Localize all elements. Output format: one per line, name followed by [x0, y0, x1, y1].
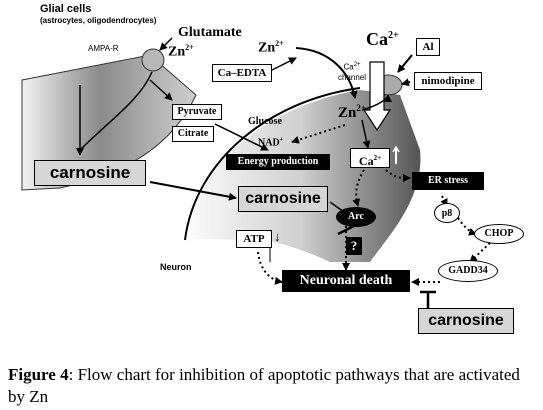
ca-increase-icon: [392, 146, 400, 164]
glia-to-pyruvate-arrow: [149, 79, 173, 101]
gadd34-node: GADD34: [438, 260, 498, 282]
p8-node: p8: [434, 203, 460, 223]
glia-curve-arrow: [79, 71, 153, 151]
al-arrow: [397, 54, 413, 73]
energy-production-box: Energy production: [226, 154, 330, 170]
pyruvate-box: Pyruvate: [172, 104, 222, 120]
al-box: Al: [416, 38, 440, 56]
glucose-label: Glucose: [248, 116, 282, 127]
zn-to-neuron-arrow: [295, 47, 358, 99]
citrate-to-energy-arrow: [214, 123, 269, 151]
caption-prefix: Figure 4: [8, 365, 69, 384]
ca-edta-box: Ca–EDTA: [212, 64, 272, 82]
nimodipine-box: nimodipine: [414, 72, 482, 90]
ca-to-arc-arrow: [352, 169, 365, 207]
zn-mid-label: Zn2+: [258, 39, 284, 56]
glutamate-label: Glutamate: [178, 25, 242, 40]
neuron-membrane: [184, 87, 361, 241]
neuron-label: Neuron: [160, 262, 192, 272]
zn-glial-label: Zn2+: [168, 43, 194, 60]
arc-node: Arc: [336, 207, 376, 227]
atp-decrease-icon: ↓: [274, 229, 281, 244]
glial-cells-label: Glial cells: [40, 3, 92, 15]
nimodipine-arrow: [401, 78, 411, 87]
carnosine-neuron-box: carnosine: [238, 186, 328, 212]
glutamate-arrow: [159, 37, 173, 51]
ca-edta-arrow: [267, 57, 297, 73]
citrate-box: Citrate: [172, 126, 214, 142]
nad-label: NAD+: [258, 137, 284, 149]
carnosine-bottom-box: carnosine: [418, 308, 514, 334]
glial-subtypes-label: (astrocytes, oligodendrocytes): [40, 16, 157, 25]
ca-channel-label: Ca2+channel: [338, 62, 367, 82]
atp-box: ATP: [236, 230, 272, 248]
ampa-r-label: AMPA-R: [88, 44, 119, 53]
carnosine-transfer-arrow: [149, 181, 237, 201]
carnosine-glial-box: carnosine: [34, 160, 146, 186]
ampa-receptor-shape: [141, 48, 165, 72]
zn-to-nad-arrow: [291, 124, 346, 144]
chop-to-gadd34-arrow: [469, 242, 491, 263]
chop-node: CHOP: [474, 224, 524, 244]
question-box: ?: [346, 237, 362, 255]
arc-inhibition-bar: [337, 224, 355, 236]
figure-caption: Figure 4: Flow chart for inhibition of a…: [8, 364, 538, 408]
er-stress-box: ER stress: [412, 172, 484, 190]
neuronal-death-box: Neuronal death: [282, 270, 410, 292]
er-to-p8-arrow: [440, 195, 448, 207]
ca-top-label: Ca2+: [366, 29, 399, 49]
zn-to-ca-arrow: [361, 119, 371, 149]
ca-inner-box: Ca2+: [350, 148, 390, 168]
zn-inner-label: Zn2+: [338, 103, 366, 121]
zn-channel-curve: [361, 94, 392, 111]
caption-text: : Flow chart for inhibition of apoptotic…: [8, 365, 520, 406]
ca-influx-arrow: [362, 61, 392, 132]
